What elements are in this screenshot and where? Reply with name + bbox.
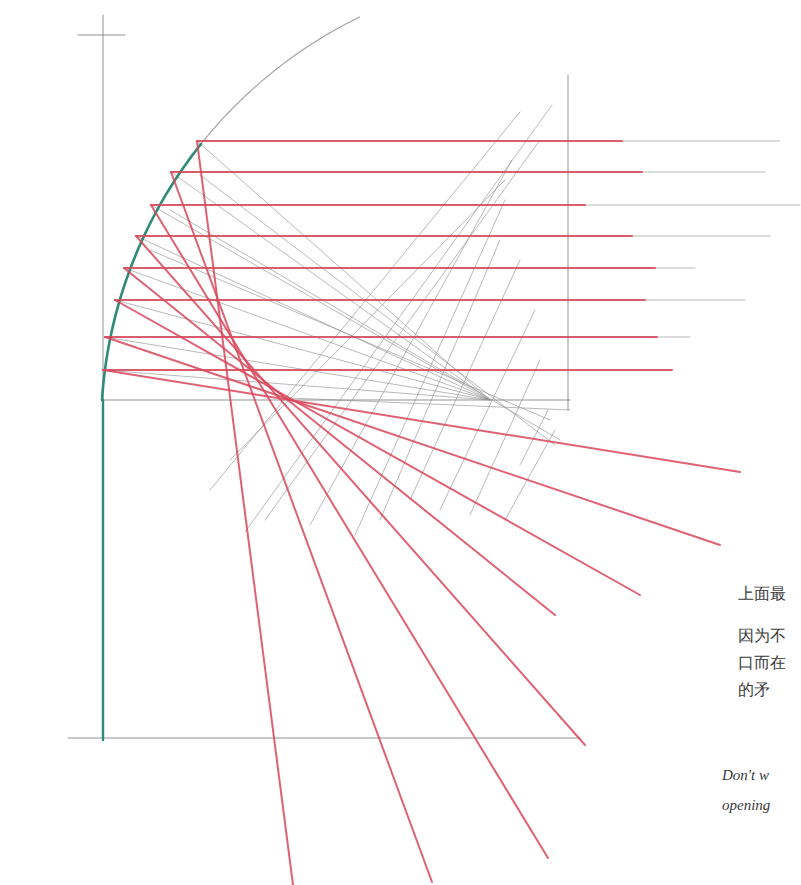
axis-line: [103, 15, 104, 400]
construction-line: [290, 398, 570, 410]
handwritten-note: 因为不 口而在 的矛: [738, 626, 786, 699]
axis-line: [568, 75, 569, 410]
construction-line: [136, 236, 770, 237]
construction-line: [310, 160, 512, 525]
construction-lines: [103, 105, 800, 535]
light-ray: [151, 204, 585, 206]
construction-line: [105, 337, 690, 338]
construction-line: [200, 175, 555, 445]
handwritten-note: Don't w opening: [722, 767, 770, 813]
light-ray: [115, 300, 640, 595]
light-ray: [115, 299, 645, 301]
axis-line: [68, 738, 580, 739]
construction-line: [245, 105, 552, 532]
note-text-box: Don't w opening: [722, 760, 786, 820]
construction-line: [380, 240, 500, 520]
construction-line: [105, 337, 490, 400]
light-ray: [124, 268, 555, 615]
construction-line: [410, 260, 520, 500]
construction-line: [197, 141, 780, 142]
construction-line: [124, 268, 695, 269]
light-ray: [103, 369, 672, 371]
construction-line: [170, 210, 560, 440]
construction-line: [151, 205, 800, 206]
construction-line: [355, 200, 505, 535]
construction-line: [265, 140, 540, 520]
construction-line: [115, 300, 745, 301]
mirror-arc-green: [102, 144, 201, 400]
light-ray: [105, 336, 657, 338]
axis-line: [78, 35, 125, 36]
note-text-box: 因为不 口而在 的矛: [738, 622, 796, 703]
light-ray: [103, 370, 740, 472]
light-ray: [105, 337, 720, 545]
light-ray: [136, 236, 585, 745]
mirror-wall-green: [102, 400, 104, 740]
note-text-box: 上面最: [738, 580, 798, 607]
light-rays: [103, 141, 740, 885]
arc-extension: [201, 17, 360, 144]
construction-line: [124, 268, 490, 400]
light-ray: [197, 141, 293, 885]
light-ray: [171, 171, 642, 173]
light-ray: [197, 140, 622, 142]
construction-line: [230, 180, 505, 460]
handwritten-note: 上面最: [738, 584, 786, 603]
construction-line: [171, 172, 765, 173]
light-ray: [124, 267, 655, 269]
light-ray: [151, 205, 548, 858]
light-ray: [136, 235, 632, 237]
construction-line: [440, 310, 535, 510]
construction-line: [103, 370, 672, 371]
